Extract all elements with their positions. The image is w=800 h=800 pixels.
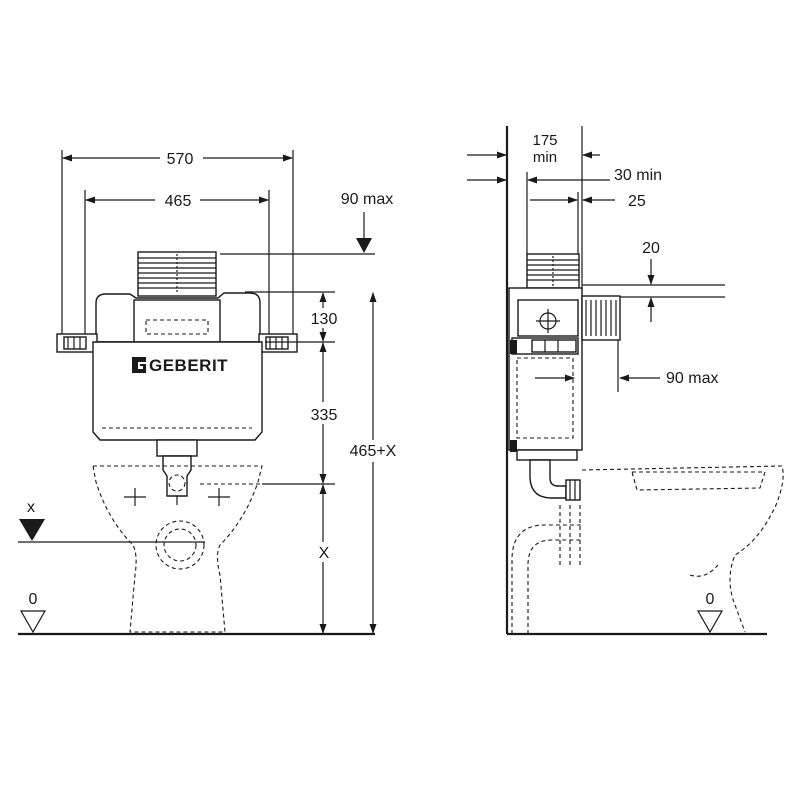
floor-0-label-front: 0 bbox=[29, 591, 38, 608]
bracket-right-front bbox=[258, 333, 298, 353]
dim-20-label: 20 bbox=[642, 240, 660, 257]
dimension-465-plus-x: 465+X bbox=[350, 292, 397, 634]
level-x-marker: x bbox=[18, 499, 205, 543]
side-inlet-box bbox=[581, 295, 621, 341]
flush-outlet-front bbox=[156, 439, 198, 505]
dim-175-min-label: min bbox=[533, 149, 557, 166]
dimension-chain-vertical: 130 335 X bbox=[245, 291, 338, 634]
floor-marker-side: 0 bbox=[696, 591, 724, 634]
brand-logo-text: GEBERIT bbox=[149, 356, 228, 375]
geberit-logo-mark bbox=[132, 357, 146, 373]
side-view: 175 min 30 min 25 20 bbox=[467, 126, 784, 636]
dimension-25: 25 bbox=[530, 192, 646, 256]
dim-90max-side-label: 90 max bbox=[666, 370, 718, 387]
dim-x-label: X bbox=[319, 545, 330, 562]
front-view: 570 465 90 max bbox=[18, 150, 397, 636]
flush-bend-side bbox=[516, 449, 581, 501]
cistern-upper-front bbox=[95, 292, 261, 343]
dim-175-label: 175 bbox=[532, 132, 557, 149]
inlet-valve-front bbox=[137, 251, 217, 297]
dim-130-label: 130 bbox=[311, 311, 338, 328]
dim-465-label: 465 bbox=[165, 193, 192, 210]
cistern-body-front: GEBERIT bbox=[92, 341, 263, 441]
dimension-90max-front: 90 max bbox=[220, 191, 393, 255]
dimension-465: 465 bbox=[84, 190, 270, 334]
dimension-570: 570 bbox=[61, 150, 294, 334]
wc-pan-front bbox=[92, 465, 290, 633]
dimension-175min: 175 min bbox=[467, 126, 600, 290]
wc-pan-side bbox=[581, 465, 784, 633]
dim-90max-front-label: 90 max bbox=[341, 191, 393, 208]
dimension-30min: 30 min bbox=[526, 167, 662, 256]
dim-335-label: 335 bbox=[311, 407, 338, 424]
dim-465x-label: 465+X bbox=[350, 443, 397, 460]
bracket-left-front bbox=[56, 333, 98, 353]
floor-0-label-side: 0 bbox=[706, 591, 715, 608]
dim-570-label: 570 bbox=[167, 151, 194, 168]
cistern-body-side bbox=[508, 287, 583, 452]
waste-pipe-side bbox=[511, 505, 582, 634]
level-x-label: x bbox=[27, 499, 35, 516]
dim-25-label: 25 bbox=[628, 193, 646, 210]
inlet-valve-side bbox=[526, 253, 580, 289]
dimension-90max-side: 90 max bbox=[617, 340, 718, 392]
dim-30min-label: 30 min bbox=[614, 167, 662, 184]
floor-marker-front: 0 bbox=[19, 591, 47, 634]
